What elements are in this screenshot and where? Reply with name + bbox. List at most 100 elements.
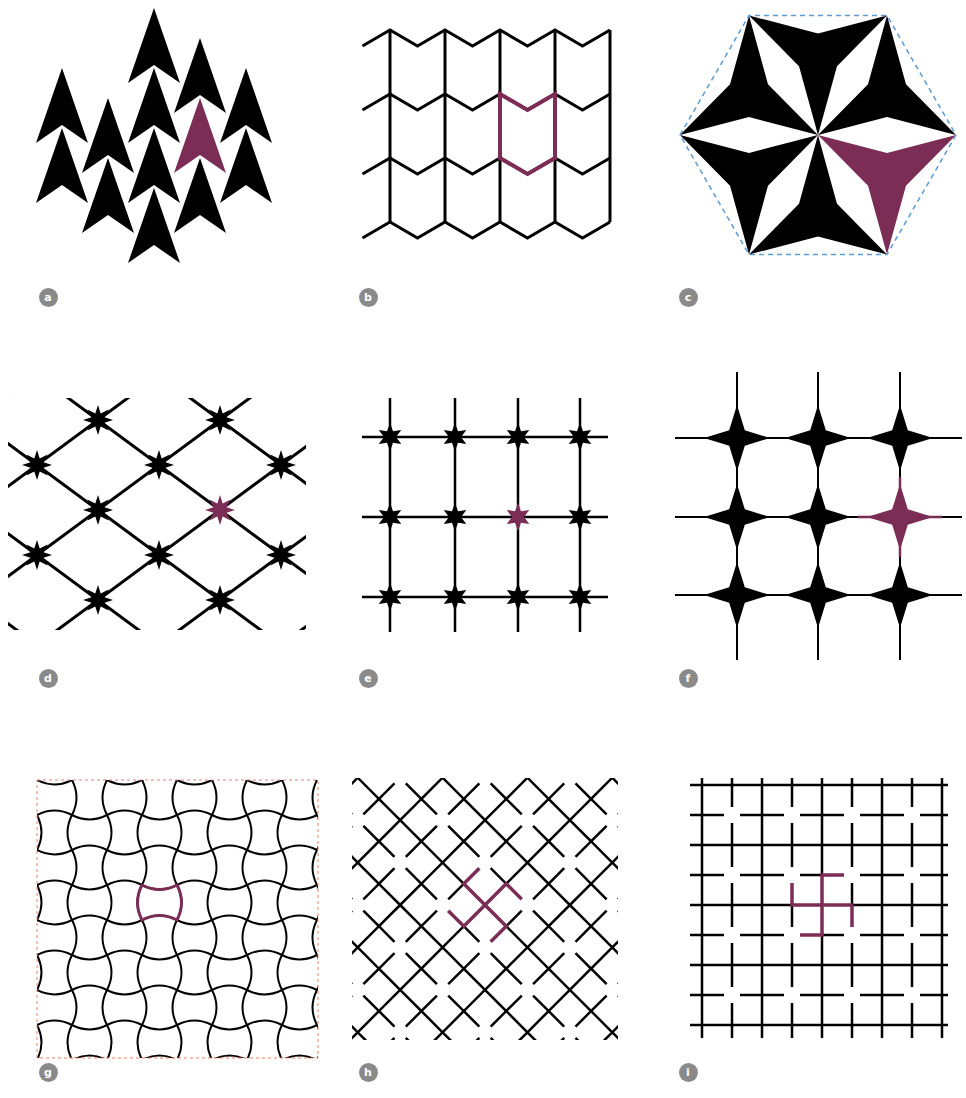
pinwheel-tile: [363, 1038, 437, 1040]
lattice-line: [8, 398, 306, 630]
curved-edge: [282, 1025, 317, 1030]
lattice-line: [8, 398, 306, 630]
star-tile: [704, 484, 770, 550]
curved-edge: [68, 955, 73, 990]
curved-edge: [177, 811, 212, 816]
panel-letter: f: [686, 673, 691, 684]
pinwheel-tile: [690, 935, 732, 995]
pinwheel-tile: [852, 778, 912, 815]
curved-edge: [282, 815, 317, 820]
panel-letter-badge: f: [679, 669, 698, 688]
panel-letter-badge: h: [359, 1063, 378, 1082]
curved-edge: [142, 920, 147, 955]
pinwheel-tile: [491, 996, 565, 1040]
curved-edge: [247, 815, 252, 850]
pinwheel-tile: [352, 911, 394, 985]
curved-edge: [37, 780, 72, 785]
curved-edge: [142, 815, 177, 820]
curved-edge: [177, 1021, 212, 1026]
star-tile: [444, 583, 467, 612]
panel-letter: h: [364, 1067, 372, 1078]
pinwheel-tile: [732, 875, 792, 935]
star-tile: [507, 423, 530, 452]
curved-edge: [37, 1021, 72, 1026]
pinwheel-tile: [352, 826, 394, 900]
zigzag-line: [363, 158, 611, 174]
curved-edge: [107, 1021, 142, 1026]
arrowhead-tile: [220, 128, 272, 203]
pinwheel-tile: [912, 995, 948, 1038]
pinwheel-tile: [533, 1038, 607, 1040]
curved-edge: [107, 815, 112, 850]
pinwheel-tile: [406, 778, 480, 814]
curved-edge: [138, 1025, 143, 1058]
panel-letter-badge: g: [39, 1063, 58, 1082]
star-tile: [704, 562, 770, 628]
lattice-line: [8, 398, 306, 630]
curved-edge: [37, 850, 72, 855]
pinwheel-tile: [732, 815, 792, 875]
curved-edge: [107, 881, 142, 886]
vertical-edge: [554, 30, 557, 94]
curved-edge: [247, 881, 282, 886]
curved-edge: [212, 885, 247, 890]
curved-edge: [212, 1025, 247, 1030]
lattice-line: [8, 398, 306, 630]
star-tile: [266, 450, 296, 480]
curved-edge: [138, 815, 143, 850]
zigzag-line: [363, 94, 611, 110]
curved-edge: [247, 1021, 282, 1026]
curved-edge: [282, 986, 317, 991]
curved-edge: [212, 986, 247, 991]
curved-edge: [313, 850, 318, 885]
curved-edge: [37, 1025, 42, 1058]
lattice-line: [8, 398, 306, 630]
highlighted-pinwheel-tile: [448, 868, 522, 942]
curved-edge: [208, 885, 213, 920]
curved-edge: [107, 850, 142, 855]
pinwheel-tile: [576, 996, 618, 1040]
curved-edge: [142, 1056, 177, 1059]
lattice-line: [8, 398, 306, 630]
curved-edge: [208, 955, 213, 990]
curved-edge: [177, 990, 212, 995]
curved-edge: [103, 780, 108, 815]
curved-edge: [177, 1025, 182, 1058]
curved-edge: [282, 780, 287, 815]
star-tile: [22, 540, 52, 570]
curved-edge: [212, 846, 247, 851]
curved-edge: [142, 955, 177, 960]
curved-edge: [212, 850, 217, 885]
lattice-line: [8, 398, 306, 630]
vertical-edge: [609, 158, 612, 222]
curved-edge: [177, 920, 212, 925]
curved-edge: [247, 920, 282, 925]
curved-edge: [177, 881, 212, 886]
pinwheel-tile: [618, 1038, 619, 1040]
star-tile: [569, 583, 592, 612]
curved-edge: [68, 1025, 73, 1058]
curved-edge: [173, 990, 178, 1025]
curved-edge: [72, 990, 77, 1025]
star-tile: [867, 562, 933, 628]
highlighted-pinwheel-tile: [792, 875, 852, 935]
curved-edge: [243, 780, 248, 815]
star-tile: [83, 585, 113, 615]
curved-edge: [107, 990, 142, 995]
lattice-line: [8, 398, 306, 630]
curved-edge: [212, 955, 247, 960]
pinwheel-tile: [852, 995, 912, 1038]
curved-edge: [282, 850, 287, 885]
lattice-line: [8, 398, 220, 510]
zigzag-line: [363, 222, 611, 238]
curved-edge: [72, 815, 107, 820]
pinwheel-tile: [618, 868, 619, 942]
star-tile: [507, 583, 530, 612]
lattice-line: [8, 398, 306, 630]
curved-edge: [142, 846, 177, 851]
curved-edge: [247, 885, 252, 920]
vertical-edge: [609, 30, 612, 94]
pinwheel-tile: [852, 815, 912, 875]
curved-edge: [247, 850, 282, 855]
panel-letter: g: [44, 1067, 52, 1078]
